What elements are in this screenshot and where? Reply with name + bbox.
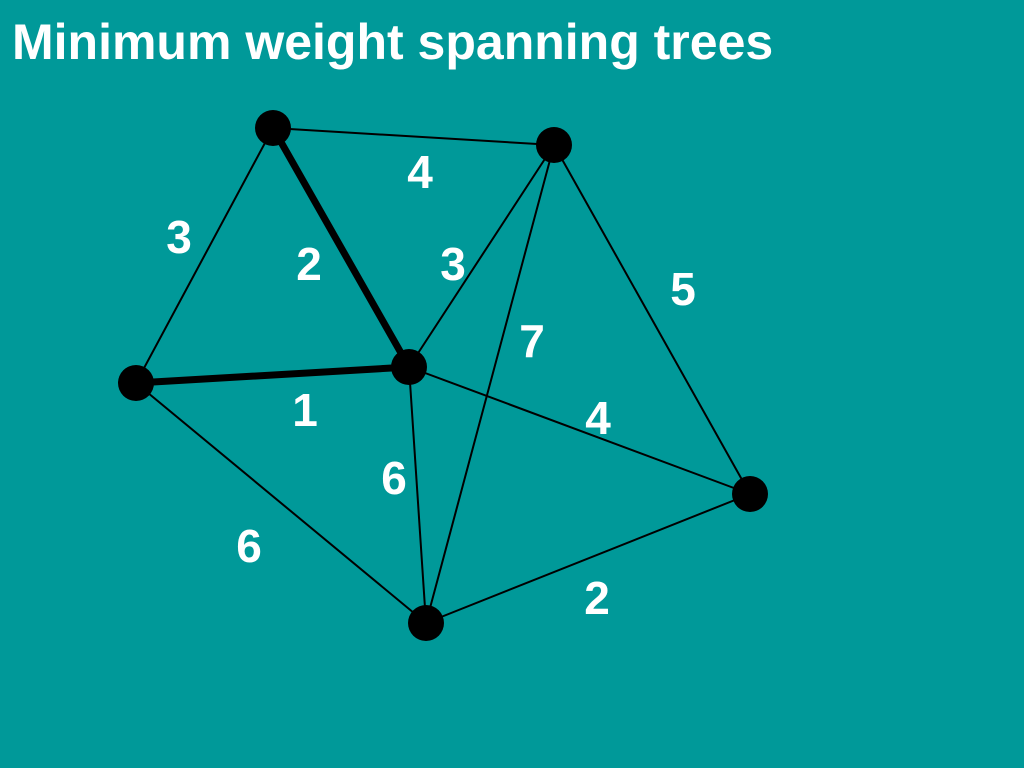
slide-title: Minimum weight spanning trees [12, 14, 774, 70]
node-left [118, 365, 154, 401]
node-right [732, 476, 768, 512]
edge-weight-label: 1 [292, 384, 318, 436]
node-center [391, 349, 427, 385]
edge-bottom-right [425, 493, 751, 624]
edge-weight-label: 7 [519, 315, 545, 367]
edge-weight-label: 4 [407, 146, 433, 198]
nodes-layer [118, 110, 768, 641]
edge-top-right-right [553, 144, 751, 495]
node-top-left [255, 110, 291, 146]
edge-left-center-tree [132, 363, 413, 387]
edge-weight-label: 2 [584, 572, 610, 624]
edge-weight-label: 5 [670, 263, 696, 315]
edge-weight-label: 6 [236, 520, 262, 572]
edge-top-left-center-tree [269, 124, 413, 371]
edge-left-bottom [135, 382, 427, 624]
edge-top-left-top-right [272, 127, 555, 146]
edge-center-right [408, 366, 751, 495]
node-top-right [536, 127, 572, 163]
edge-top-right-center [408, 144, 555, 368]
edge-weight-label: 2 [296, 238, 322, 290]
edge-top-left-left [135, 127, 274, 384]
edge-weight-label: 4 [585, 392, 611, 444]
edge-weight-label: 3 [440, 238, 466, 290]
node-bottom [408, 605, 444, 641]
edge-top-right-bottom [425, 144, 555, 624]
edges-layer [132, 124, 751, 624]
edge-weight-label: 3 [166, 211, 192, 263]
edge-weight-label: 6 [381, 452, 407, 504]
edge-center-bottom [408, 366, 427, 624]
